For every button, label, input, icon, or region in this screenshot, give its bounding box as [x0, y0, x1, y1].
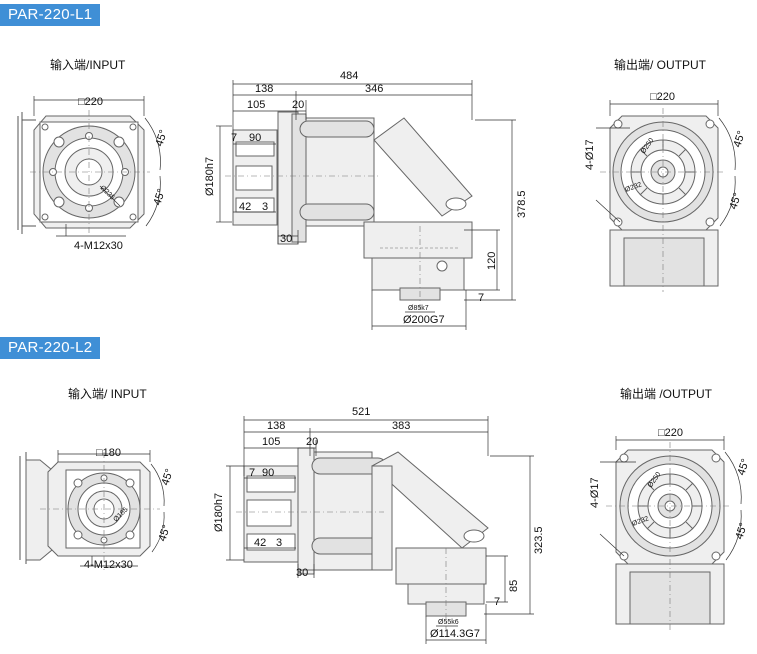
l1-output-angle-bot: 45° [727, 191, 744, 211]
l2-side-total-len: 521 [352, 406, 370, 418]
l2-side-d30: 30 [296, 567, 308, 579]
l2-input-view [19, 450, 165, 570]
l1-side-height: 378.5 [516, 190, 528, 218]
l2-input-angle-bot: 45° [156, 523, 173, 543]
l1-side-total-len: 484 [340, 70, 358, 82]
l1-input-angle-top: 45° [153, 128, 170, 148]
model-badge-l2: PAR-220-L2 [0, 337, 101, 359]
l1-output-holes: 4-Ø17 [584, 139, 596, 170]
l2-input-angle-top: 45° [159, 467, 176, 487]
l1-side-d3: 3 [262, 201, 268, 213]
l1-input-angle-bot: 45° [151, 187, 168, 207]
l1-input-threads: 4-M12x30 [74, 240, 123, 252]
l2-side-d105: 105 [262, 436, 280, 448]
l1-side-dia-shaft: Ø85k7 [408, 305, 429, 312]
l1-side-d90: 90 [249, 132, 261, 144]
l2-input-title: 输入端/ INPUT [68, 386, 147, 401]
l2-input-threads: 4-M12x30 [84, 559, 133, 571]
l1-side-dia-flange: Ø200G7 [403, 314, 445, 326]
l2-side-dia-flange: Ø114.3G7 [430, 628, 480, 640]
model-badge-l1: PAR-220-L1 [0, 4, 101, 26]
l1-side-d42: 42 [239, 201, 251, 213]
l2-output-square: □220 [658, 427, 683, 439]
l1-side-view [216, 80, 516, 330]
l2-output-angle-top: 45° [735, 457, 752, 477]
l2-side-d383: 383 [392, 420, 410, 432]
l2-side-dia-shaft: Ø55k6 [438, 619, 459, 626]
l1-input-view [17, 96, 161, 237]
l1-output-title: 输出端/ OUTPUT [614, 57, 707, 72]
l2-side-dia-pilot: Ø180h7 [213, 493, 225, 532]
l2-side-d7b: 7 [494, 596, 500, 608]
l2-side-height: 323.5 [533, 526, 545, 554]
l2-side-d20: 20 [306, 436, 318, 448]
l1-side-d7b: 7 [478, 292, 484, 304]
l2-side-view [226, 416, 534, 644]
l2-output-view [599, 436, 742, 630]
l2-side-d3: 3 [276, 537, 282, 549]
l1-input-square: □220 [78, 96, 103, 108]
l1-output-square: □220 [650, 91, 675, 103]
l2-side-d90: 90 [262, 467, 274, 479]
l1-side-dia-pilot: Ø180h7 [204, 157, 216, 196]
l2-side-d42: 42 [254, 537, 266, 549]
l1-side-d30: 30 [280, 233, 292, 245]
l1-side-d7: 7 [231, 132, 237, 144]
l1-output-angle-top: 45° [731, 129, 748, 149]
l2-output-angle-bot: 45° [733, 521, 750, 541]
l1-side-d105: 105 [247, 99, 265, 111]
l1-side-d120: 120 [486, 252, 498, 270]
l2-output-title: 输出端 /OUTPUT [620, 386, 713, 401]
l2-input-square: □180 [96, 447, 121, 459]
l1-input-title: 输入端/INPUT [50, 57, 126, 72]
l1-side-d138: 138 [255, 83, 273, 95]
l2-side-d138: 138 [267, 420, 285, 432]
l1-output-view [595, 100, 736, 292]
l2-side-d85: 85 [508, 580, 520, 592]
l1-side-d346: 346 [365, 83, 383, 95]
l2-output-holes: 4-Ø17 [589, 477, 601, 508]
l2-side-d7: 7 [249, 467, 255, 479]
l1-side-d20: 20 [292, 99, 304, 111]
